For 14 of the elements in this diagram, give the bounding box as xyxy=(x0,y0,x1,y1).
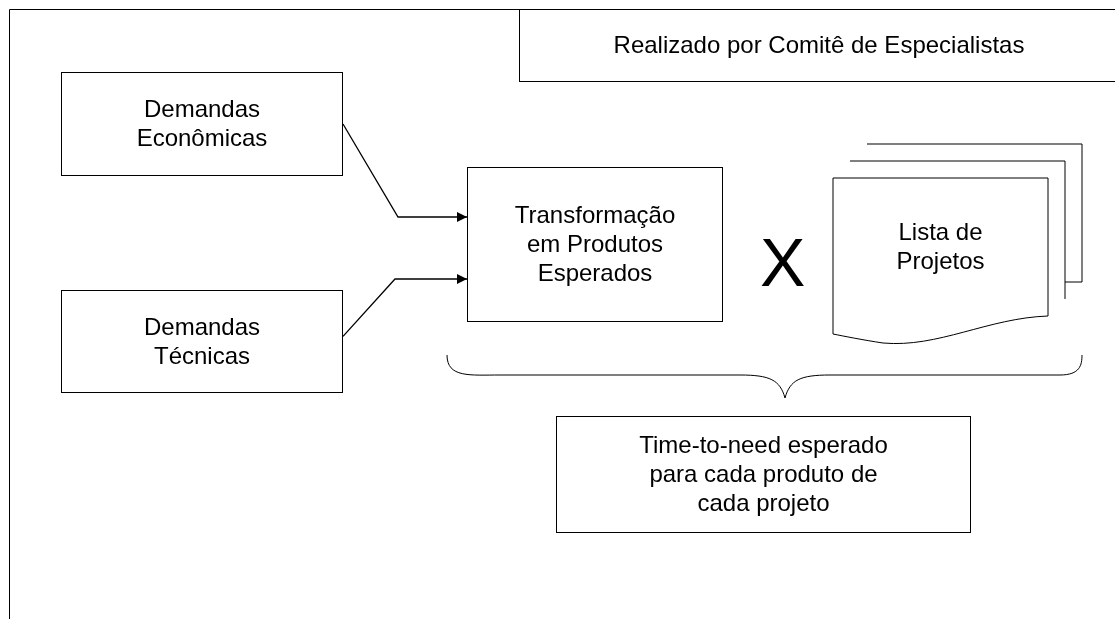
arrow xyxy=(342,274,468,337)
box-text: Demandas Econômicas xyxy=(135,95,269,153)
process-box xyxy=(556,416,971,533)
box-text: Time-to-need esperado para cada produto de cada projeto xyxy=(638,431,889,518)
multiply-sign: X xyxy=(760,228,806,296)
process-box xyxy=(519,9,1115,82)
arrow xyxy=(342,123,468,222)
box-text: Transformação em Produtos Esperados xyxy=(513,201,677,288)
box-text: Realizado por Comitê de Especialistas xyxy=(613,31,1025,60)
box-text: Demandas Técnicas xyxy=(142,312,262,371)
process-box xyxy=(61,290,343,393)
box-text: Lista de Projetos xyxy=(895,218,986,276)
process-box xyxy=(61,72,343,176)
process-box xyxy=(467,167,723,322)
